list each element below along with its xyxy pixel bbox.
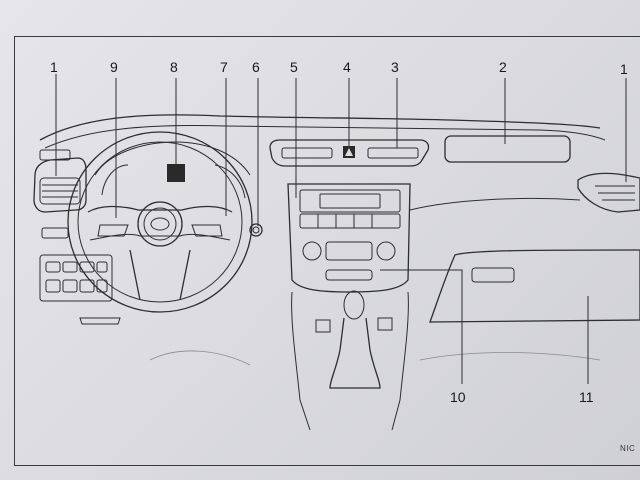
- callout-leaders: [55, 74, 627, 384]
- callout-numbers: 1 9 8 7 6 5 4 3 2 1 10 11: [50, 59, 628, 405]
- callout-6: 6: [252, 59, 260, 75]
- center-console: [291, 290, 409, 431]
- callout-1-right: 1: [620, 61, 628, 77]
- glove-box-handle: [471, 267, 515, 283]
- illustration-frame: [14, 36, 640, 466]
- dashboard-top-edge: [39, 114, 601, 141]
- ignition-button: [249, 223, 263, 237]
- callout-8: 8: [170, 59, 178, 75]
- background-sketch: [149, 350, 251, 366]
- dashboard-top-inner: [44, 125, 606, 149]
- glove-box: [429, 249, 640, 323]
- callout-3: 3: [391, 59, 399, 75]
- callout-9: 9: [110, 59, 118, 75]
- steering-wheel: [67, 131, 253, 313]
- callout-5: 5: [290, 59, 298, 75]
- callout-10: 10: [450, 389, 466, 405]
- meter-cluster: [94, 141, 251, 199]
- right-air-vent: [577, 172, 640, 213]
- upper-glove-box: [444, 135, 571, 163]
- center-vent: [269, 139, 430, 167]
- figure-code: NIC: [620, 444, 636, 453]
- meter-display-block: [167, 164, 185, 182]
- callout-11: 11: [579, 389, 594, 405]
- callout-4: 4: [343, 59, 351, 75]
- callout-1-left: 1: [50, 59, 58, 75]
- left-switch-panel: [39, 227, 121, 325]
- callout-7: 7: [220, 59, 228, 75]
- dash-right-contour: [409, 197, 581, 211]
- left-air-vent: [33, 149, 87, 213]
- center-stack: [287, 183, 411, 293]
- callout-2: 2: [499, 59, 507, 75]
